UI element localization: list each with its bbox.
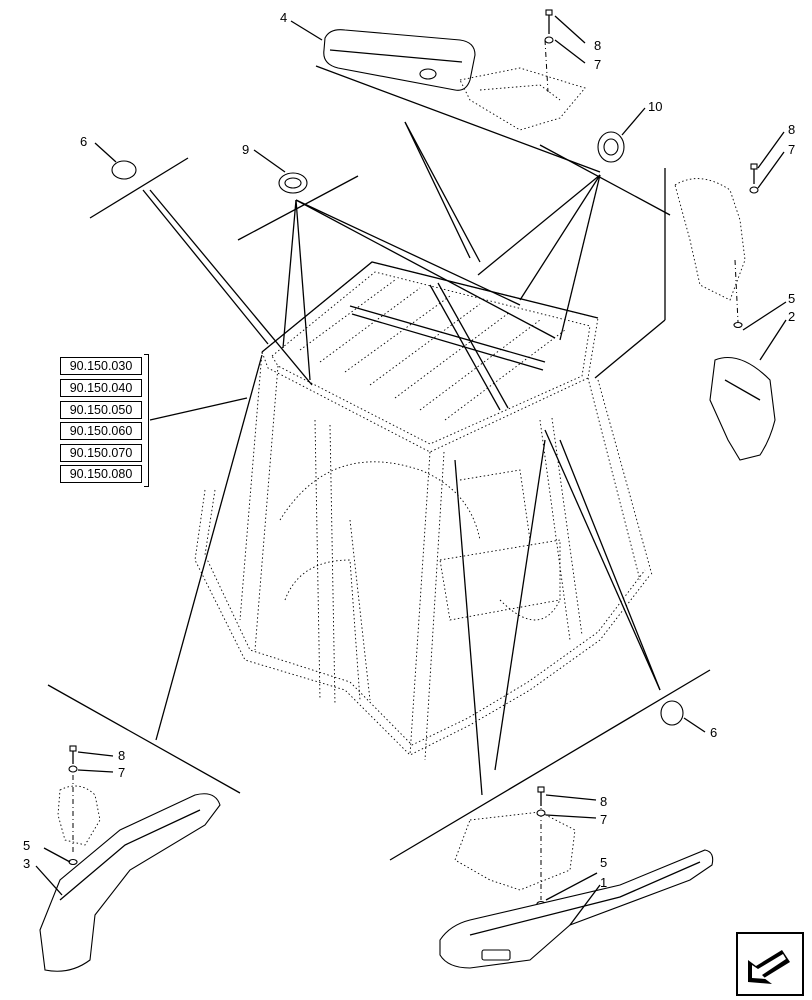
- callout-4: 4: [280, 10, 287, 25]
- grommet-9: [253, 149, 308, 194]
- screw-8-right: [749, 131, 785, 194]
- grommet-10: [597, 107, 646, 163]
- leader-lines: [47, 65, 711, 861]
- reference-link-90-150-080[interactable]: 90.150.080: [60, 465, 142, 483]
- reference-link-90-150-040[interactable]: 90.150.040: [60, 379, 142, 397]
- callout-5: 5: [600, 855, 607, 870]
- screw-8-top: [544, 9, 586, 64]
- callout-7: 7: [118, 765, 125, 780]
- callout-7: 7: [594, 57, 601, 72]
- callout-2: 2: [788, 309, 795, 324]
- reference-link-90-150-050[interactable]: 90.150.050: [60, 401, 142, 419]
- trim-part-1: [439, 786, 714, 969]
- trim-part-2: [674, 178, 787, 461]
- return-arrow-icon[interactable]: [736, 932, 804, 996]
- callout-8: 8: [600, 794, 607, 809]
- callout-9: 9: [242, 142, 249, 157]
- cap-6-top: [94, 142, 137, 180]
- callout-labels: 4 8 7 6 9 10 8 7 5 2 6 8 7 5 3 8 7 5 1: [23, 10, 795, 890]
- reference-bracket: [144, 354, 149, 487]
- trim-part-3: [35, 745, 221, 972]
- cab-frame: [194, 261, 653, 761]
- callout-8: 8: [118, 748, 125, 763]
- callout-7: 7: [600, 812, 607, 827]
- callout-5: 5: [23, 838, 30, 853]
- callout-8: 8: [788, 122, 795, 137]
- cap-6-right: [660, 700, 706, 733]
- reference-link-90-150-030[interactable]: 90.150.030: [60, 357, 142, 375]
- callout-3: 3: [23, 856, 30, 871]
- trim-part-4: [323, 29, 586, 131]
- reference-link-90-150-060[interactable]: 90.150.060: [60, 422, 142, 440]
- callout-10: 10: [648, 99, 662, 114]
- callout-8: 8: [594, 38, 601, 53]
- callout-7: 7: [788, 142, 795, 157]
- callout-5: 5: [788, 291, 795, 306]
- callout-6: 6: [710, 725, 717, 740]
- reference-link-90-150-070[interactable]: 90.150.070: [60, 444, 142, 462]
- callout-1: 1: [600, 875, 607, 890]
- callout-6: 6: [80, 134, 87, 149]
